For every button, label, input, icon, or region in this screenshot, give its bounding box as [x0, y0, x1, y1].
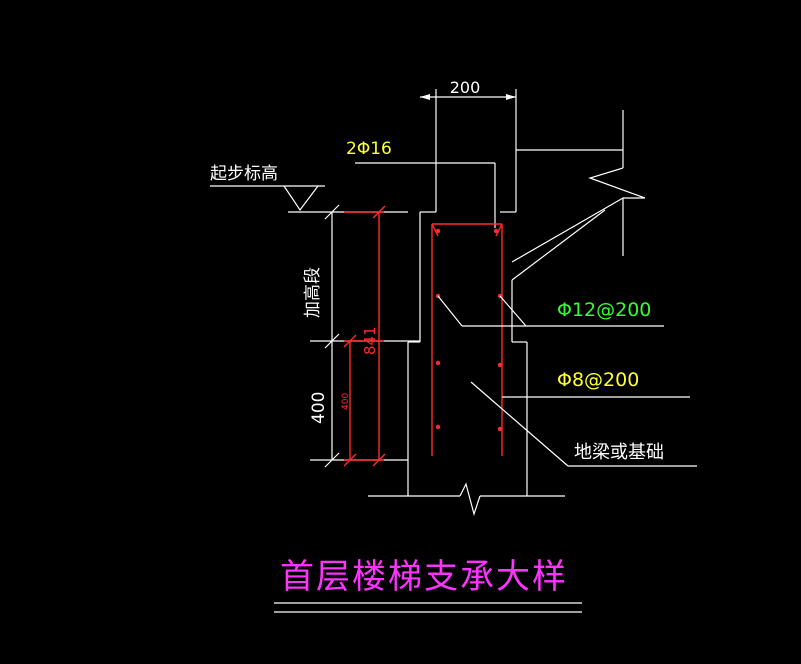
raised-section-label: 加高段 [303, 267, 323, 318]
drawing-title-block: 首层楼梯支承大样 [274, 557, 582, 613]
dimension-lower-red-label: 400 [341, 393, 351, 410]
rebar-cage [431, 223, 503, 456]
stirrup-callouts: Φ12@200 Φ8@200 地梁或基础 [437, 295, 697, 467]
start-elevation-label: 起步标高 [210, 164, 278, 184]
dimension-width-label: 200 [450, 78, 481, 97]
drawing-title: 首层楼梯支承大样 [280, 557, 568, 597]
dimension-total-red-label: 841 [361, 326, 379, 355]
stirrup-2-label: Φ8@200 [557, 369, 639, 391]
stirrup-1-label: Φ12@200 [557, 299, 651, 321]
rebar-top-callout: 2Φ16 [346, 139, 496, 228]
dimension-width: 200 [420, 78, 516, 100]
start-elevation-marker: 起步标高 [210, 164, 408, 213]
ground-beam-label: 地梁或基础 [574, 442, 664, 463]
dimension-red: 841 400 [341, 205, 386, 467]
dimension-left-chain: 加高段 400 [303, 204, 420, 468]
rebar-top-label: 2Φ16 [346, 139, 392, 159]
concrete-outline [368, 89, 646, 517]
dimension-lower-label: 400 [309, 392, 329, 424]
